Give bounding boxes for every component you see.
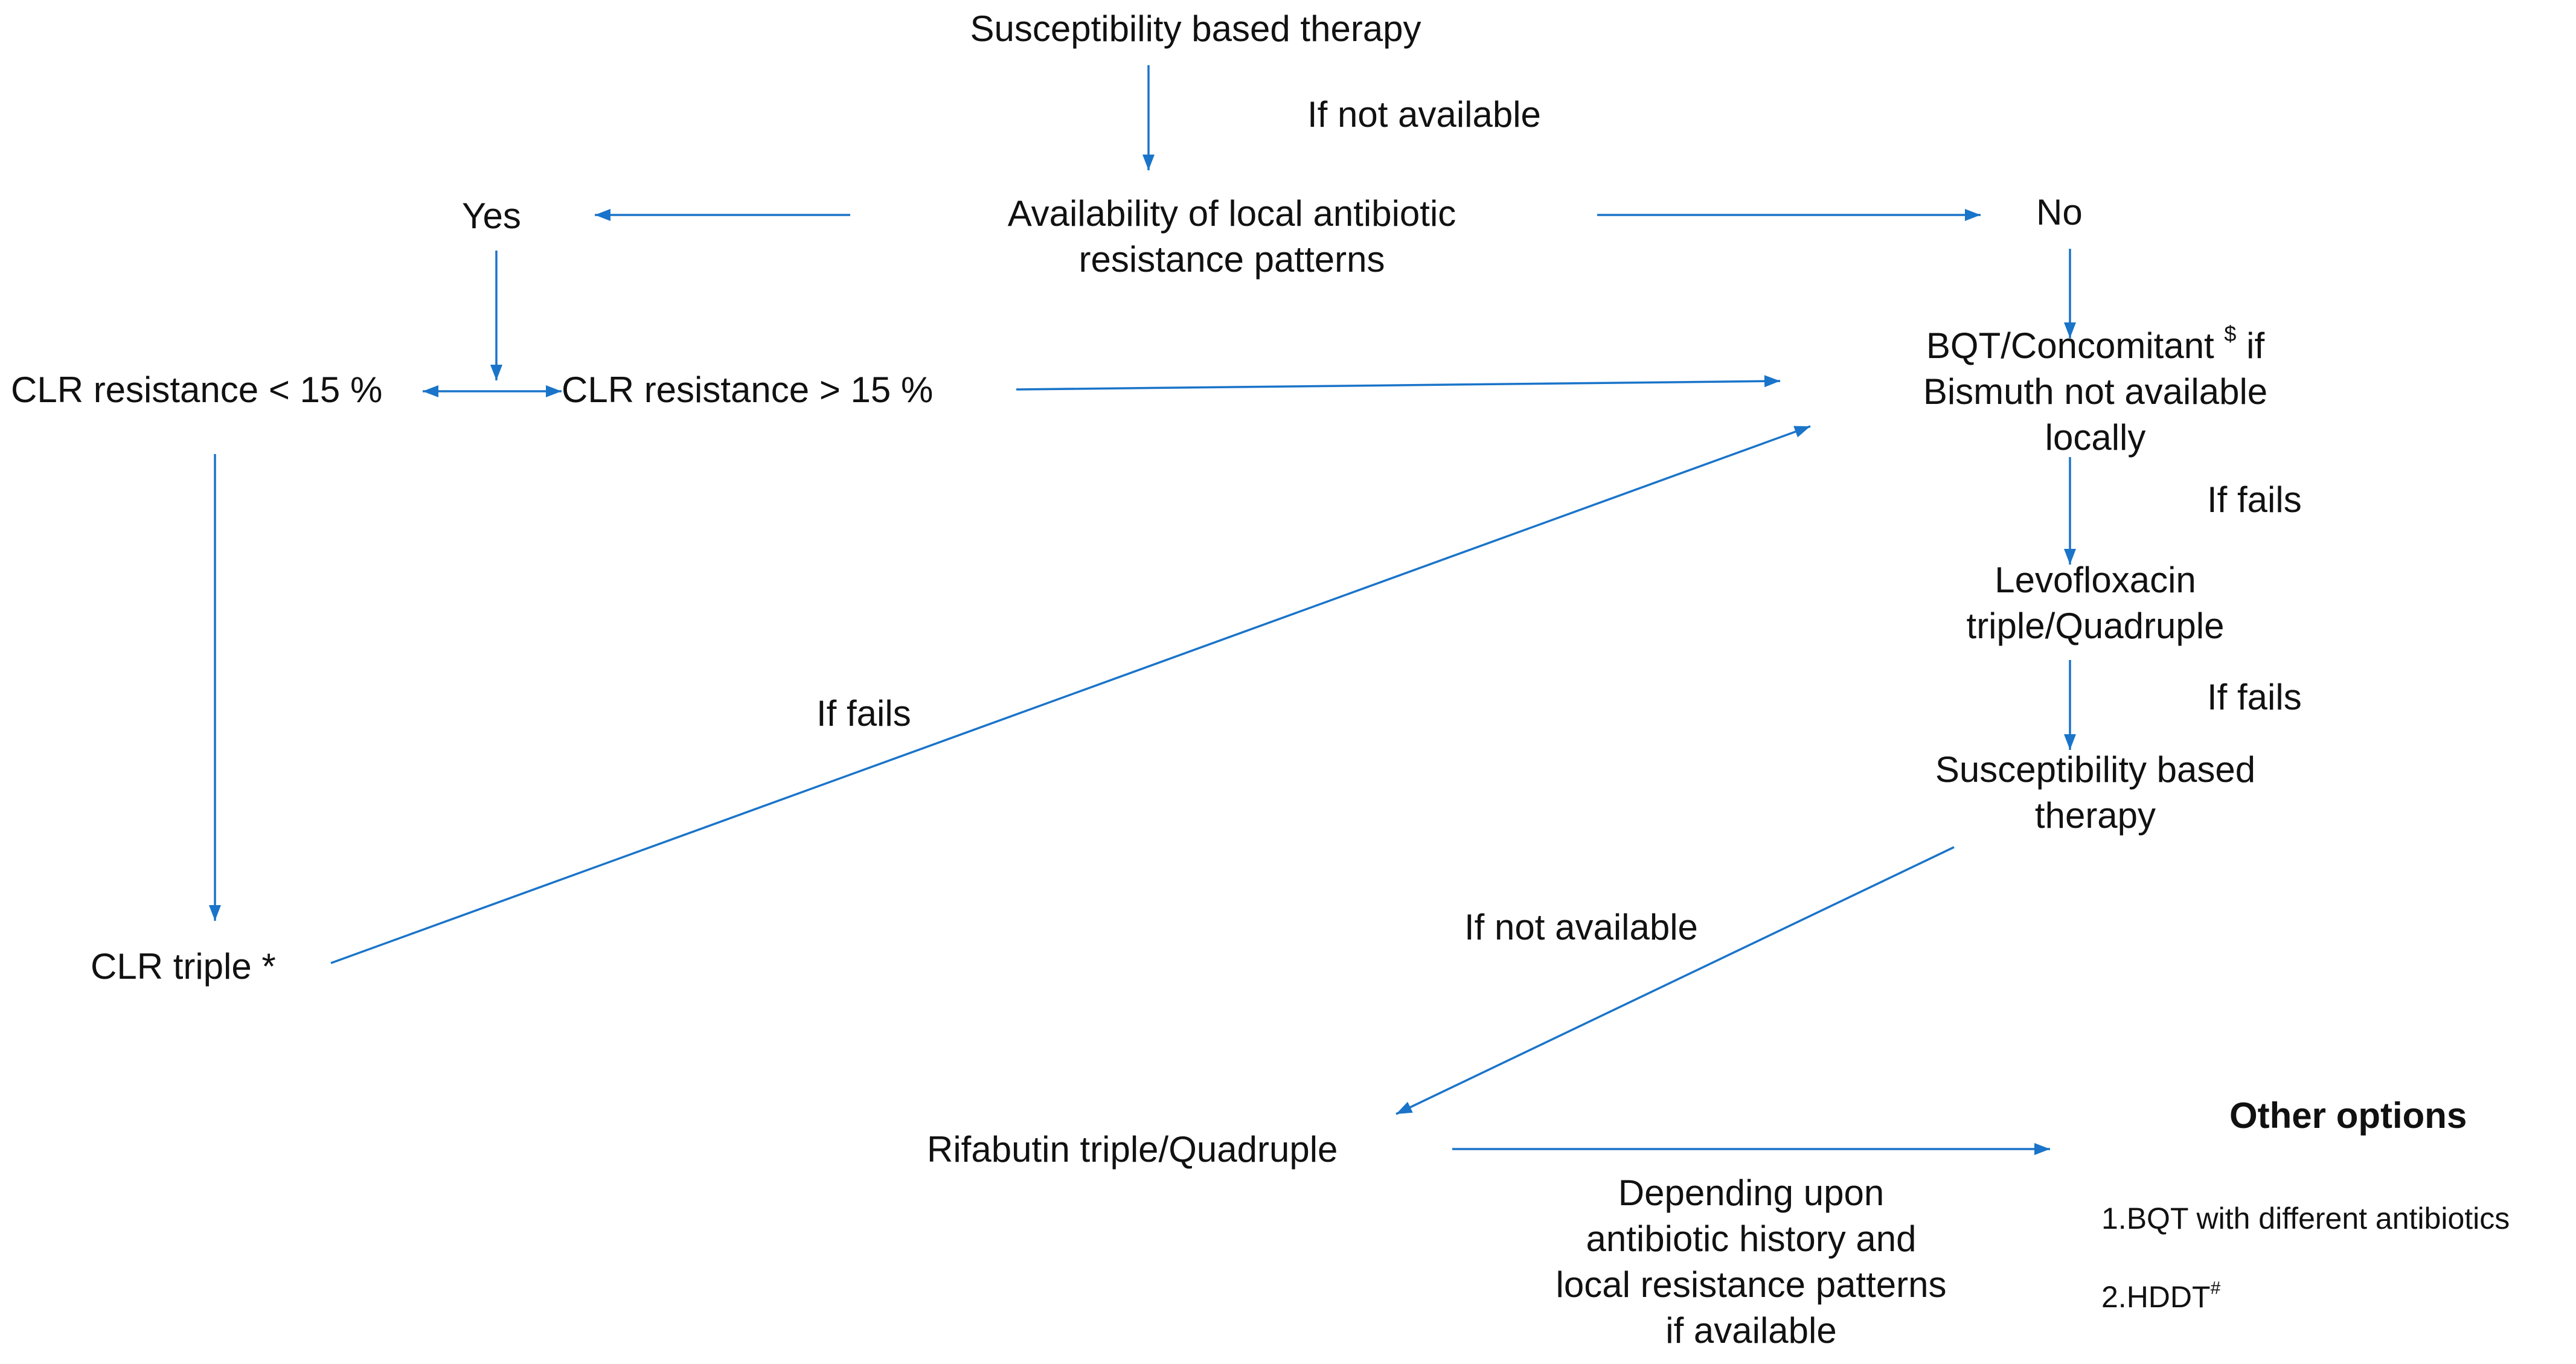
hash-footnote-marker: # — [2210, 1278, 2221, 1298]
arrow-susceptibility-to-availability-head — [1142, 155, 1155, 170]
node-depending-line1: Depending upon — [1618, 1173, 1885, 1213]
arrow-clr-lt15-to-clr-triple-head — [209, 905, 221, 921]
edge-label-if-not-available-bottom: If not available — [1464, 905, 1698, 950]
node-rifabutin-text: Rifabutin triple/Quadruple — [927, 1129, 1338, 1170]
node-depending-line4: if available — [1665, 1310, 1837, 1351]
other-options-heading: Other options — [2229, 1095, 2467, 1136]
node-yes: Yes — [462, 193, 521, 239]
other-options-item-1: 1.BQT with different antibiotics — [2101, 1200, 2510, 1237]
edge-label-if-fails-bqt: If fails — [2207, 477, 2302, 523]
node-levofloxacin: Levofloxacin triple/Quadruple — [1854, 557, 2337, 649]
arrow-bqt-to-levofloxacin-head — [2064, 549, 2076, 565]
arrow-availability-to-yes-head — [595, 209, 610, 221]
node-yes-text: Yes — [462, 196, 521, 236]
node-availability: Availability of local antibiotic resista… — [930, 191, 1534, 283]
other-options-item-1-text: 1.BQT with different antibiotics — [2101, 1202, 2510, 1235]
node-clr-triple-text: CLR triple * — [91, 946, 276, 987]
node-susceptibility-top: Susceptibility based therapy — [942, 6, 1449, 52]
arrow-rifabutin-to-other-options-head — [2034, 1143, 2050, 1155]
node-clr-lt15: CLR resistance < 15 % — [11, 367, 382, 413]
node-susceptibility-right: Susceptibility based therapy — [1854, 747, 2337, 839]
node-clr-lt15-text: CLR resistance < 15 % — [11, 370, 383, 410]
arrow-clr-lt15-clr-gt15-start-head — [423, 385, 438, 397]
node-susc-right-line1: Susceptibility based — [1935, 749, 2256, 790]
edge-label-if-not-available-bottom-text: If not available — [1464, 907, 1698, 947]
node-no: No — [2036, 190, 2083, 235]
edge-label-if-fails-clr: If fails — [816, 691, 911, 737]
node-rifabutin: Rifabutin triple/Quadruple — [927, 1127, 1338, 1173]
node-clr-triple: CLR triple * — [91, 944, 276, 990]
node-levo-line2: triple/Quadruple — [1966, 606, 2225, 646]
node-depending-line2: antibiotic history and — [1586, 1218, 1917, 1259]
node-levo-line1: Levofloxacin — [1994, 560, 2196, 600]
arrow-clr-triple-to-bqt-head — [1793, 426, 1810, 438]
node-susceptibility-top-text: Susceptibility based therapy — [970, 8, 1421, 49]
node-no-text: No — [2036, 192, 2083, 232]
node-availability-line1: Availability of local antibiotic — [1007, 193, 1456, 234]
edge-label-if-not-available-top-text: If not available — [1307, 94, 1541, 135]
arrow-no-to-bqt-head — [2064, 322, 2076, 338]
edge-label-if-fails-levo: If fails — [2207, 674, 2302, 720]
other-options-item-2: 2.HDDT# — [2101, 1279, 2220, 1315]
arrow-clr-gt15-to-bqt — [1016, 380, 1781, 391]
node-bqt-line2: Bismuth not available — [1923, 371, 2268, 412]
edge-label-if-fails-clr-text: If fails — [816, 693, 911, 734]
node-bqt-line1: BQT/Concomitant $ if — [1824, 323, 2367, 369]
other-options-item-2-prefix: 2.HDDT — [2101, 1280, 2211, 1314]
arrow-clr-lt15-clr-gt15-head — [546, 385, 562, 397]
dollar-footnote-marker: $ — [2224, 321, 2237, 346]
arrow-yes-to-clr-gt15-head — [490, 365, 502, 380]
arrow-availability-to-no-head — [1965, 209, 1981, 221]
node-clr-gt15: CLR resistance > 15 % — [562, 367, 933, 413]
node-depending: Depending upon antibiotic history and lo… — [1473, 1170, 2029, 1354]
other-options-heading-text: Other options — [2229, 1095, 2467, 1136]
edge-label-if-fails-bqt-text: If fails — [2207, 479, 2302, 520]
node-susc-right-line2: therapy — [2034, 795, 2156, 836]
arrow-levofloxacin-to-susceptibility-head — [2064, 734, 2076, 750]
node-bqt-line1-suffix: if — [2236, 325, 2265, 366]
node-clr-gt15-text: CLR resistance > 15 % — [562, 370, 934, 410]
node-depending-line3: local resistance patterns — [1556, 1264, 1947, 1305]
arrow-clr-gt15-to-bqt-head — [1764, 375, 1780, 388]
node-bqt-concomitant: BQT/Concomitant $ if Bismuth not availab… — [1824, 323, 2367, 461]
edge-label-if-fails-levo-text: If fails — [2207, 677, 2302, 717]
node-availability-line2: resistance patterns — [1078, 239, 1385, 280]
arrow-susceptibility-to-rifabutin — [1395, 846, 1955, 1115]
node-bqt-line3: locally — [2045, 417, 2146, 458]
node-bqt-line1-prefix: BQT/Concomitant — [1926, 325, 2225, 366]
arrow-clr-triple-to-bqt — [330, 425, 1811, 964]
arrow-susceptibility-to-rifabutin-head — [1396, 1101, 1413, 1114]
edge-label-if-not-available-top: If not available — [1307, 92, 1541, 138]
